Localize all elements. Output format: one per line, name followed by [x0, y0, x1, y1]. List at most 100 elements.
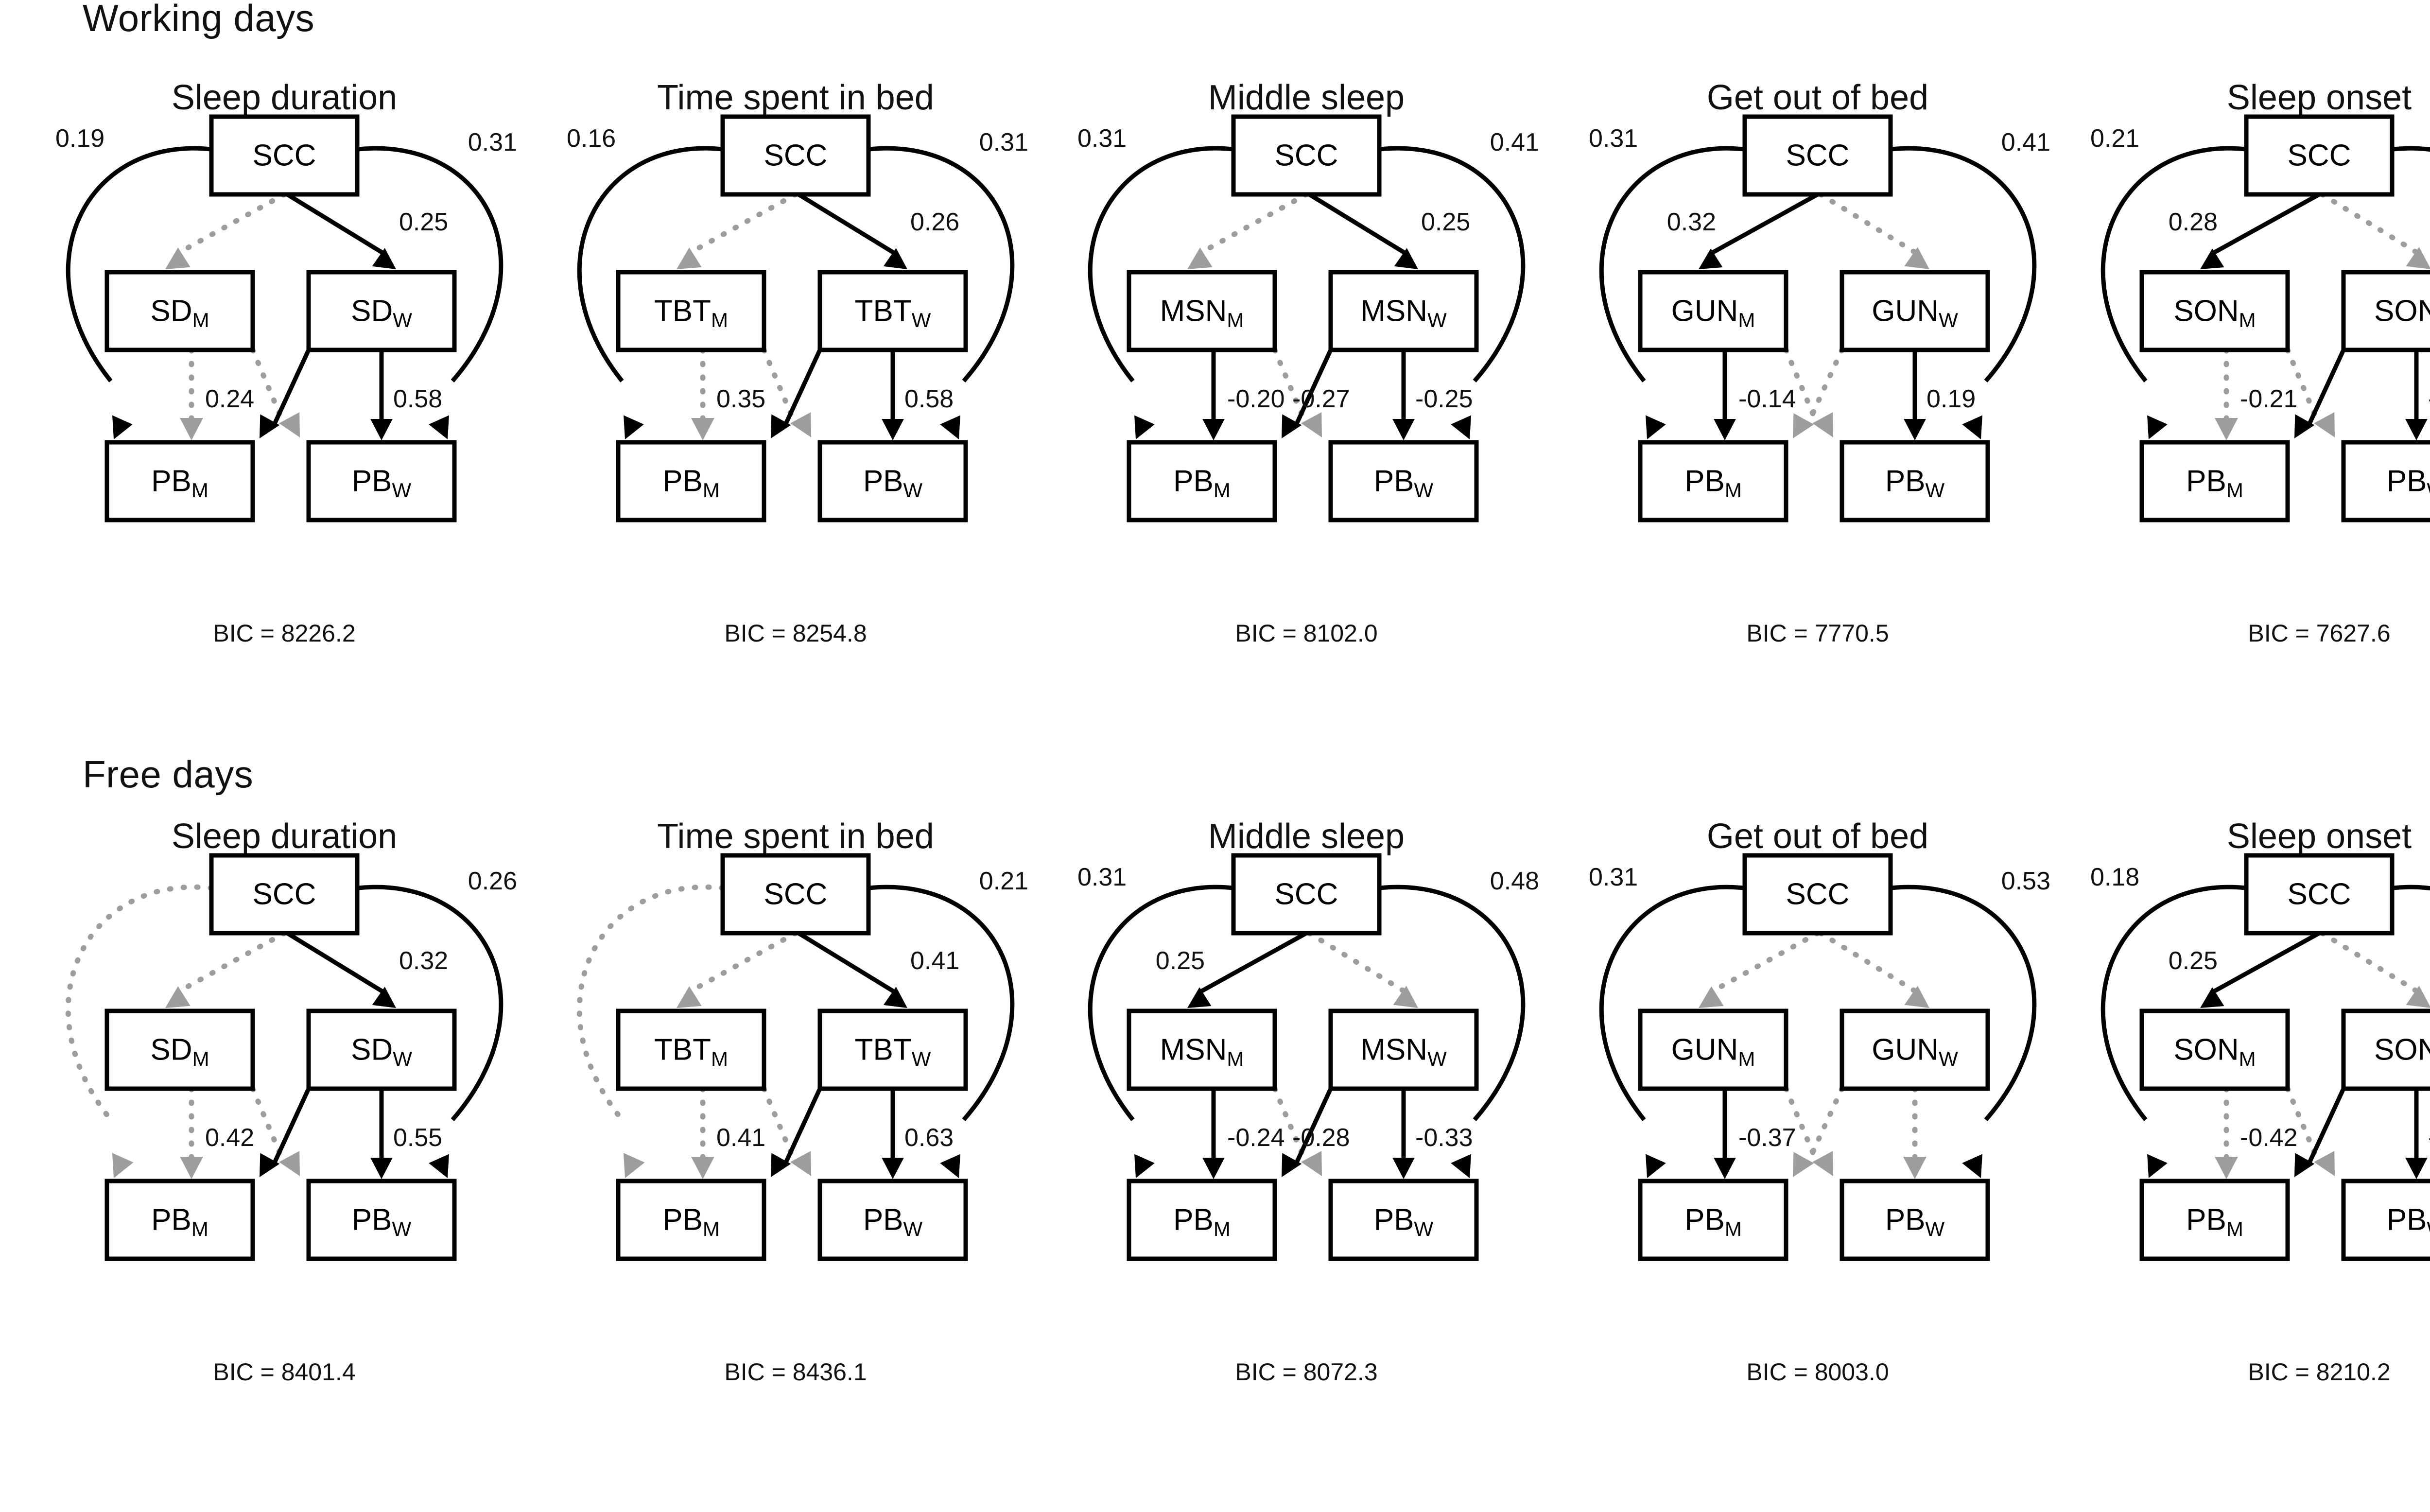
arrowhead — [1202, 1158, 1225, 1179]
node-label: SCC — [2288, 139, 2351, 172]
edge-SCC-to-SON_W — [2319, 930, 2430, 1008]
arrowhead — [1394, 248, 1418, 269]
node-pb-m: PBM — [2139, 440, 2290, 522]
node-sd-m: SDM — [104, 1008, 255, 1091]
panel-title: Sleep duration — [171, 817, 398, 856]
node-msn-m: MSNM — [1127, 270, 1277, 352]
arrowhead — [1793, 1152, 1814, 1177]
edge-GUN_W-to-PB_M — [1793, 1086, 1845, 1177]
edge-path — [357, 885, 503, 1121]
node-box — [306, 270, 457, 352]
node-pb-w: PBW — [817, 1179, 968, 1261]
path-coefficient-label: -0.33 — [1415, 1124, 1473, 1152]
path-coefficient-label: 0.41 — [1490, 128, 1539, 156]
path-coefficient-label: 0.26 — [468, 867, 517, 895]
arrowhead — [372, 987, 396, 1008]
arrowhead — [180, 1157, 203, 1179]
edge-path — [687, 930, 798, 994]
edge-path — [1379, 885, 1526, 1121]
path-coefficient-label: 0.41 — [716, 1124, 765, 1152]
panel-title: Time spent in bed — [657, 78, 934, 117]
arrowhead — [1187, 247, 1213, 269]
node-label: PBW — [863, 464, 923, 502]
section-title-working-days: Working days — [83, 0, 315, 39]
node-box — [817, 1179, 968, 1261]
edge-SCC-to-PB_M: 0.18 — [2090, 863, 2247, 1178]
node-box — [2341, 270, 2430, 352]
edge-GUN_W-to-PB_W: 0.19 — [1904, 350, 1976, 440]
edge-path — [1379, 146, 1526, 382]
edge-path — [1818, 191, 1919, 256]
node-pb-w: PBW — [306, 1179, 457, 1261]
edge-path — [1198, 191, 1309, 256]
node-label: PBW — [2387, 1203, 2430, 1240]
path-coefficient-label: -0.24 — [1227, 1124, 1285, 1152]
arrowhead — [883, 987, 907, 1008]
node-msn-m: MSNM — [1127, 1008, 1277, 1091]
edge-SCC-to-MSN_M — [1187, 191, 1309, 269]
node-box — [1127, 440, 1277, 522]
panel-title: Get out of bed — [1706, 78, 1929, 117]
node-box — [1638, 1179, 1788, 1261]
node-scc: SCC — [1231, 114, 1382, 197]
edge-GUN_M-to-PB_M: -0.37 — [1714, 1089, 1796, 1179]
path-coefficient-label: 0.28 — [2169, 208, 2218, 236]
edge-path — [2100, 885, 2247, 1121]
node-pb-w: PBW — [1328, 1179, 1479, 1261]
path-coefficient-label: 0.31 — [468, 128, 517, 156]
arrowhead — [883, 248, 907, 269]
edge-SCC-to-PB_M: 0.19 — [55, 124, 212, 439]
edge-path — [1294, 349, 1333, 426]
node-tbt-m: TBTM — [616, 270, 766, 352]
node-box — [1742, 114, 1893, 197]
node-box — [1638, 1008, 1788, 1091]
node-sd-w: SDW — [306, 1008, 457, 1091]
node-scc: SCC — [1742, 853, 1893, 936]
edge-path — [577, 146, 723, 382]
arrowhead — [882, 419, 904, 440]
node-box — [1840, 270, 1990, 352]
arrowhead — [372, 248, 396, 269]
node-label: SCC — [253, 877, 316, 911]
arrowhead — [940, 415, 960, 439]
edge-TBT_W-to-PB_W: 0.58 — [882, 350, 954, 440]
node-box — [306, 1179, 457, 1261]
node-son-w: SONW — [2341, 270, 2430, 352]
edge-path — [2100, 146, 2247, 382]
node-scc: SCC — [2244, 853, 2395, 936]
edge-SCC-to-SD_W: 0.32 — [286, 931, 448, 1008]
node-box — [1638, 440, 1788, 522]
path-coefficient-label: 0.21 — [2090, 124, 2139, 153]
bic-value: BIC = 8226.2 — [213, 620, 356, 647]
path-coefficient-label: 0.42 — [205, 1124, 254, 1152]
arrowhead — [279, 1151, 300, 1176]
edge-path — [1199, 931, 1308, 993]
node-box — [817, 1008, 968, 1091]
arrowhead — [691, 418, 714, 440]
node-son-w: SONW — [2341, 1008, 2430, 1091]
arrowhead — [1699, 248, 1723, 269]
edge-SCC-to-PB_M: 0.31 — [1589, 124, 1745, 439]
arrowhead — [1451, 415, 1471, 439]
node-box — [616, 270, 766, 352]
node-pb-m: PBM — [616, 440, 766, 522]
arrowhead — [2406, 247, 2430, 269]
edge-SCC-to-GUN_W — [1818, 930, 1929, 1008]
edge-path — [176, 930, 287, 994]
arrowhead — [1134, 1154, 1155, 1178]
bic-value: BIC = 8003.0 — [1746, 1358, 1889, 1386]
edge-path — [286, 931, 384, 993]
node-pb-m: PBM — [1638, 440, 1788, 522]
arrowhead — [1646, 415, 1666, 439]
edge-SCC-to-PB_M: 0.31 — [1077, 863, 1234, 1178]
node-pb-m: PBM — [1127, 440, 1277, 522]
path-coefficient-label: 0.18 — [2090, 863, 2139, 891]
